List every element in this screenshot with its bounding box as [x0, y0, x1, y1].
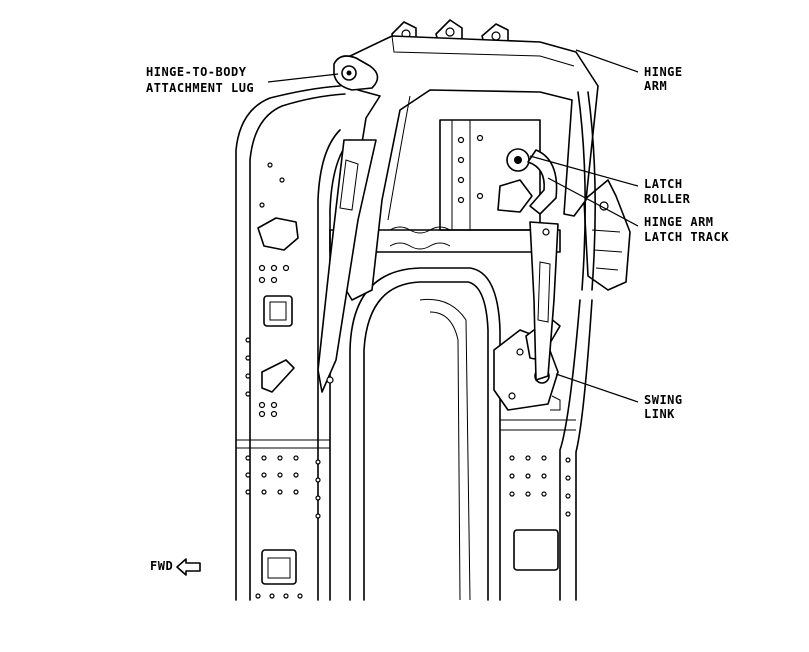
label-fwd: FWD [150, 559, 173, 573]
label-swing-link-line1: SWING [644, 393, 683, 407]
arrow-left-outline-icon [176, 558, 201, 576]
label-hinge-to-body-line2: ATTACHMENT LUG [146, 81, 254, 95]
callout-hinge-to-body: HINGE-TO-BODY ATTACHMENT LUG [146, 65, 254, 95]
actuator-fitting [261, 359, 295, 393]
door-frame-right [500, 299, 593, 601]
label-latch-roller-line2: ROLLER [644, 192, 691, 206]
latch-housing [583, 179, 631, 291]
label-latch-track-line2: LATCH TRACK [644, 230, 729, 244]
callout-latch-track: HINGE ARM LATCH TRACK [644, 215, 729, 244]
bracket-fitting [257, 217, 299, 251]
callout-latch-roller: LATCH ROLLER [644, 177, 691, 206]
label-swing-link-line2: LINK [644, 407, 675, 421]
leader-hinge-arm [575, 49, 639, 73]
leader-lines [267, 49, 639, 403]
door-cutout [349, 267, 501, 601]
label-hinge-to-body-line1: HINGE-TO-BODY [146, 65, 247, 79]
access-fitting-upper [263, 295, 293, 327]
callout-hinge-arm: HINGE ARM [644, 65, 683, 93]
fwd-indicator: FWD [150, 558, 201, 576]
label-hinge-arm-line1: HINGE [644, 65, 683, 79]
callout-swing-link: SWING LINK [644, 393, 683, 421]
rivet-rows-left [245, 162, 321, 599]
leader-swing-link [555, 373, 639, 403]
leader-latch-roller [529, 155, 639, 187]
label-latch-track-line1: HINGE ARM [644, 215, 714, 229]
door-frame-left [235, 85, 351, 601]
label-hinge-arm-line2: ARM [644, 79, 667, 93]
leader-hinge-to-body [267, 73, 339, 83]
access-fitting-lower [261, 549, 297, 585]
lower-right-fitting [513, 529, 559, 571]
hinge-arm [317, 19, 599, 393]
label-latch-roller-line1: LATCH [644, 177, 683, 191]
leader-latch-track [547, 177, 639, 227]
